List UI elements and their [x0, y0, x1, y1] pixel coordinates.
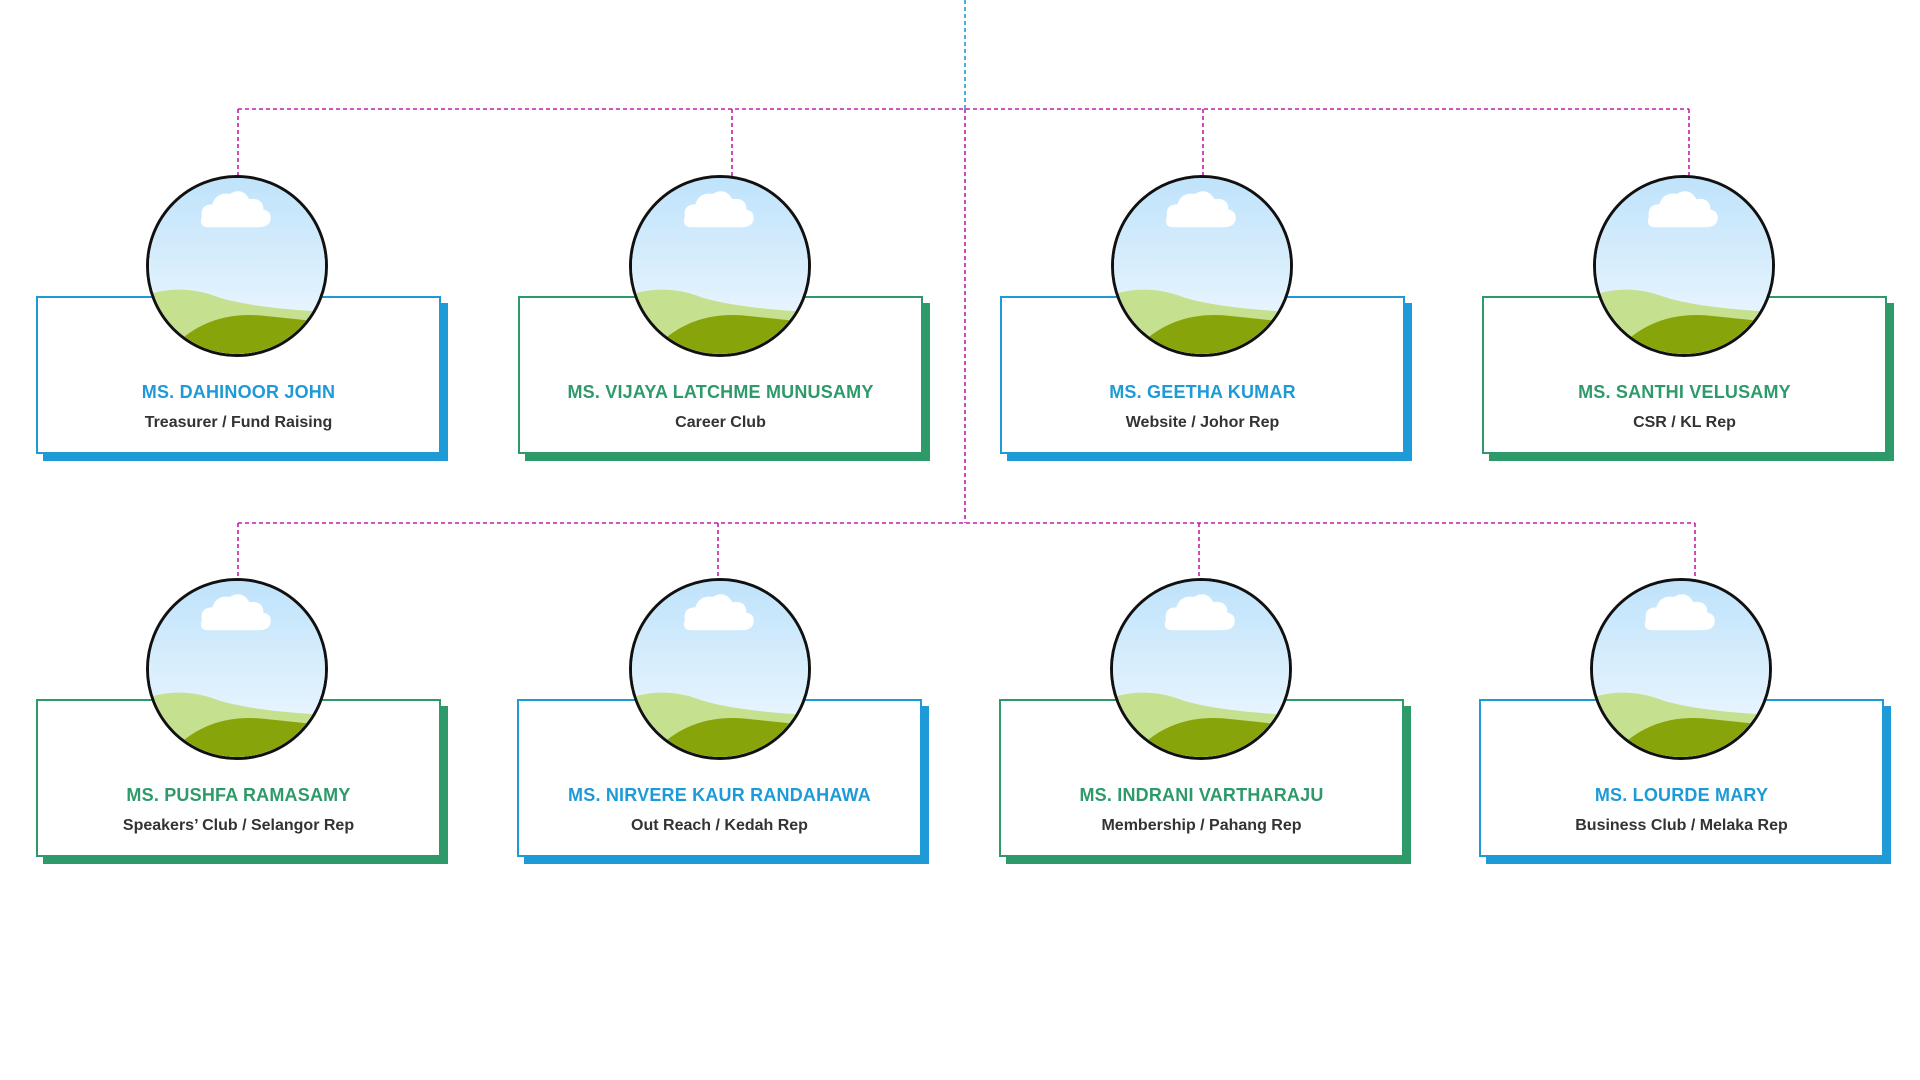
landscape-placeholder-icon: [146, 175, 328, 357]
landscape-placeholder-icon: [146, 578, 328, 760]
landscape-placeholder-icon: [629, 175, 811, 357]
member-role: Website / Johor Rep: [1125, 414, 1280, 431]
member-role: Membership / Pahang Rep: [1101, 817, 1302, 834]
member-name: MS. PUSHFA RAMASAMY: [126, 785, 351, 805]
member-role: CSR / KL Rep: [1633, 414, 1736, 431]
member-name: MS. NIRVERE KAUR RANDAHAWA: [568, 785, 871, 805]
landscape-placeholder-icon: [1593, 175, 1775, 357]
member-role: Speakers’ Club / Selangor Rep: [122, 817, 355, 834]
member-role: Career Club: [675, 414, 766, 431]
landscape-placeholder-icon: [1111, 175, 1293, 357]
member-card: MS. DAHINOOR JOHN Treasurer / Fund Raisin…: [36, 296, 441, 454]
landscape-placeholder-icon: [1110, 578, 1292, 760]
member-name: MS. LOURDE MARY: [1594, 785, 1769, 805]
landscape-placeholder-icon: [1590, 578, 1772, 760]
member-name: MS. SANTHI VELUSAMY: [1578, 382, 1791, 402]
landscape-placeholder-icon: [629, 578, 811, 760]
member-role: Business Club / Melaka Rep: [1575, 817, 1788, 834]
member-name: MS. GEETHA KUMAR: [1109, 382, 1296, 402]
member-card: MS. NIRVERE KAUR RANDAHAWA Out Reach / Ke…: [517, 699, 922, 857]
member-name: MS. VIJAYA LATCHME MUNUSAMY: [567, 382, 874, 402]
member-name: MS. INDRANI VARTHARAJU: [1079, 785, 1324, 805]
member-role: Treasurer / Fund Raising: [144, 414, 333, 431]
member-role: Out Reach / Kedah Rep: [631, 817, 808, 834]
member-card: MS. LOURDE MARY Business Club / Melaka Re…: [1479, 699, 1884, 857]
member-card: MS. SANTHI VELUSAMY CSR / KL Rep: [1482, 296, 1887, 454]
member-name: MS. DAHINOOR JOHN: [141, 382, 336, 402]
